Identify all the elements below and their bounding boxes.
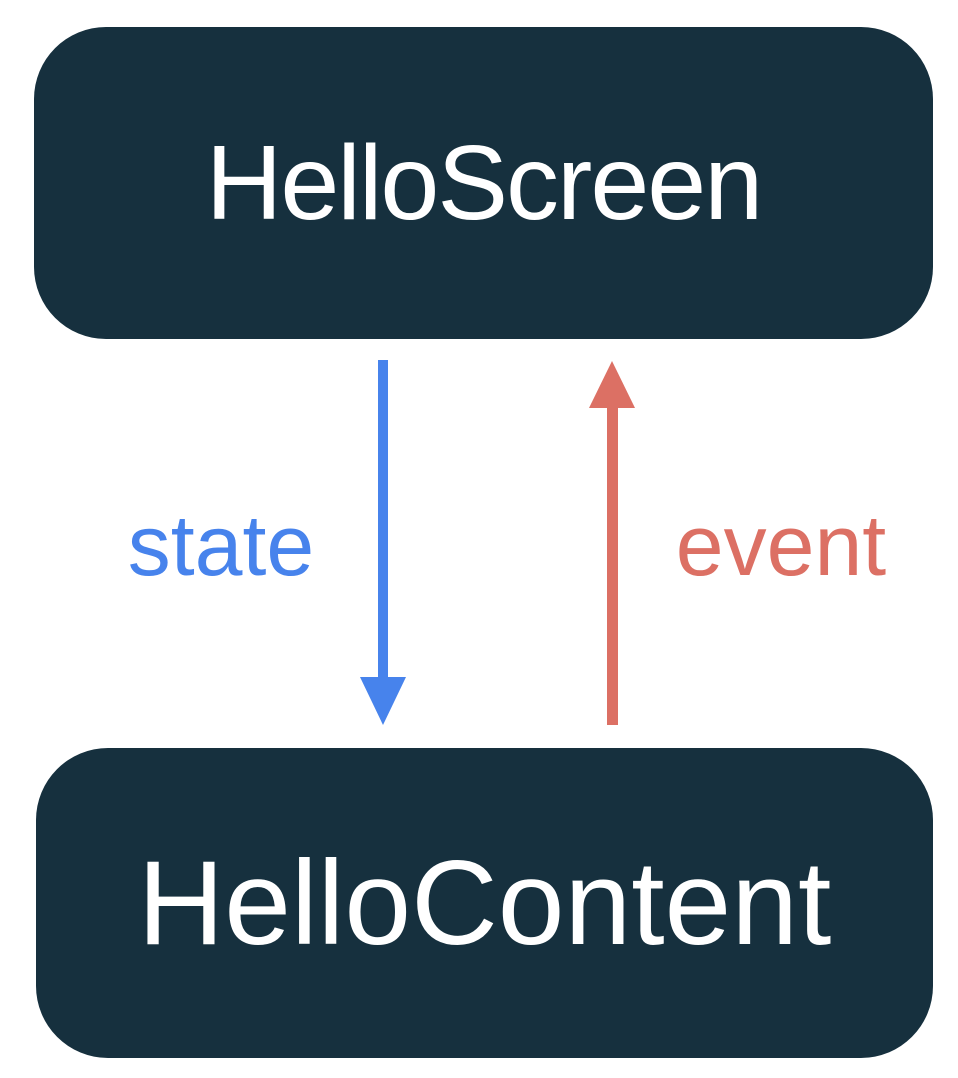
state-arrow-down-icon <box>360 360 406 725</box>
state-arrowhead <box>360 677 406 725</box>
node-hellocontent-label: HelloContent <box>137 836 832 970</box>
node-hellocontent: HelloContent <box>36 748 933 1058</box>
node-helloscreen-label: HelloScreen <box>205 123 763 242</box>
event-arrow-shaft <box>607 408 618 725</box>
event-arrow-up-icon <box>589 361 635 725</box>
node-helloscreen: HelloScreen <box>34 27 933 339</box>
edge-label-event: event <box>675 498 887 594</box>
edge-label-state: state <box>127 498 315 594</box>
state-arrow-shaft <box>378 360 388 682</box>
event-arrowhead <box>589 361 635 408</box>
